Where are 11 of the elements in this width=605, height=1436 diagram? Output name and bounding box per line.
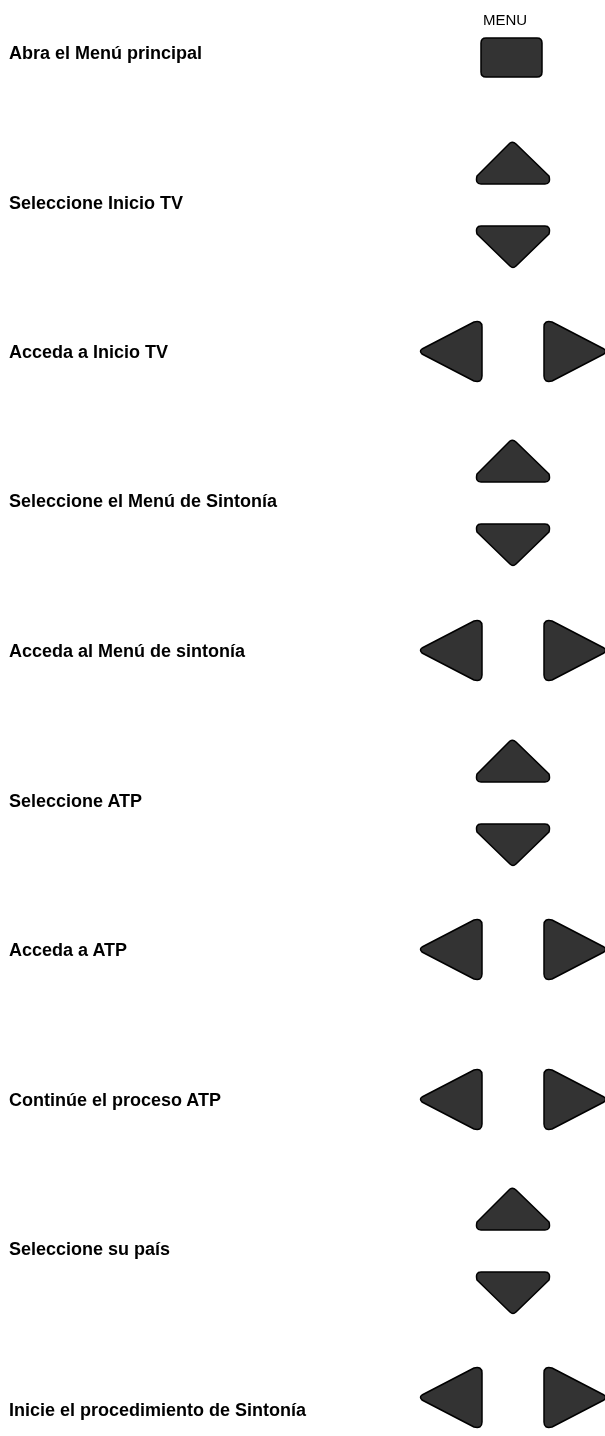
instruction-text: Seleccione el Menú de Sintonía — [9, 490, 279, 513]
instruction-text: Abra el Menú principal — [9, 42, 204, 65]
instruction-text: Seleccione Inicio TV — [9, 192, 185, 215]
instruction-text: Acceda a ATP — [9, 939, 129, 962]
button-caption: MENU — [483, 11, 528, 28]
instruction-text: Inicie el procedimiento de Sintonía — [9, 1399, 308, 1422]
instruction-text: Acceda a Inicio TV — [9, 341, 170, 364]
instruction-text: Seleccione ATP — [9, 790, 144, 813]
instruction-text: Continúe el proceso ATP — [9, 1089, 223, 1112]
instruction-text: Acceda al Menú de sintonía — [9, 640, 247, 663]
instruction-text: Seleccione su país — [9, 1238, 172, 1261]
